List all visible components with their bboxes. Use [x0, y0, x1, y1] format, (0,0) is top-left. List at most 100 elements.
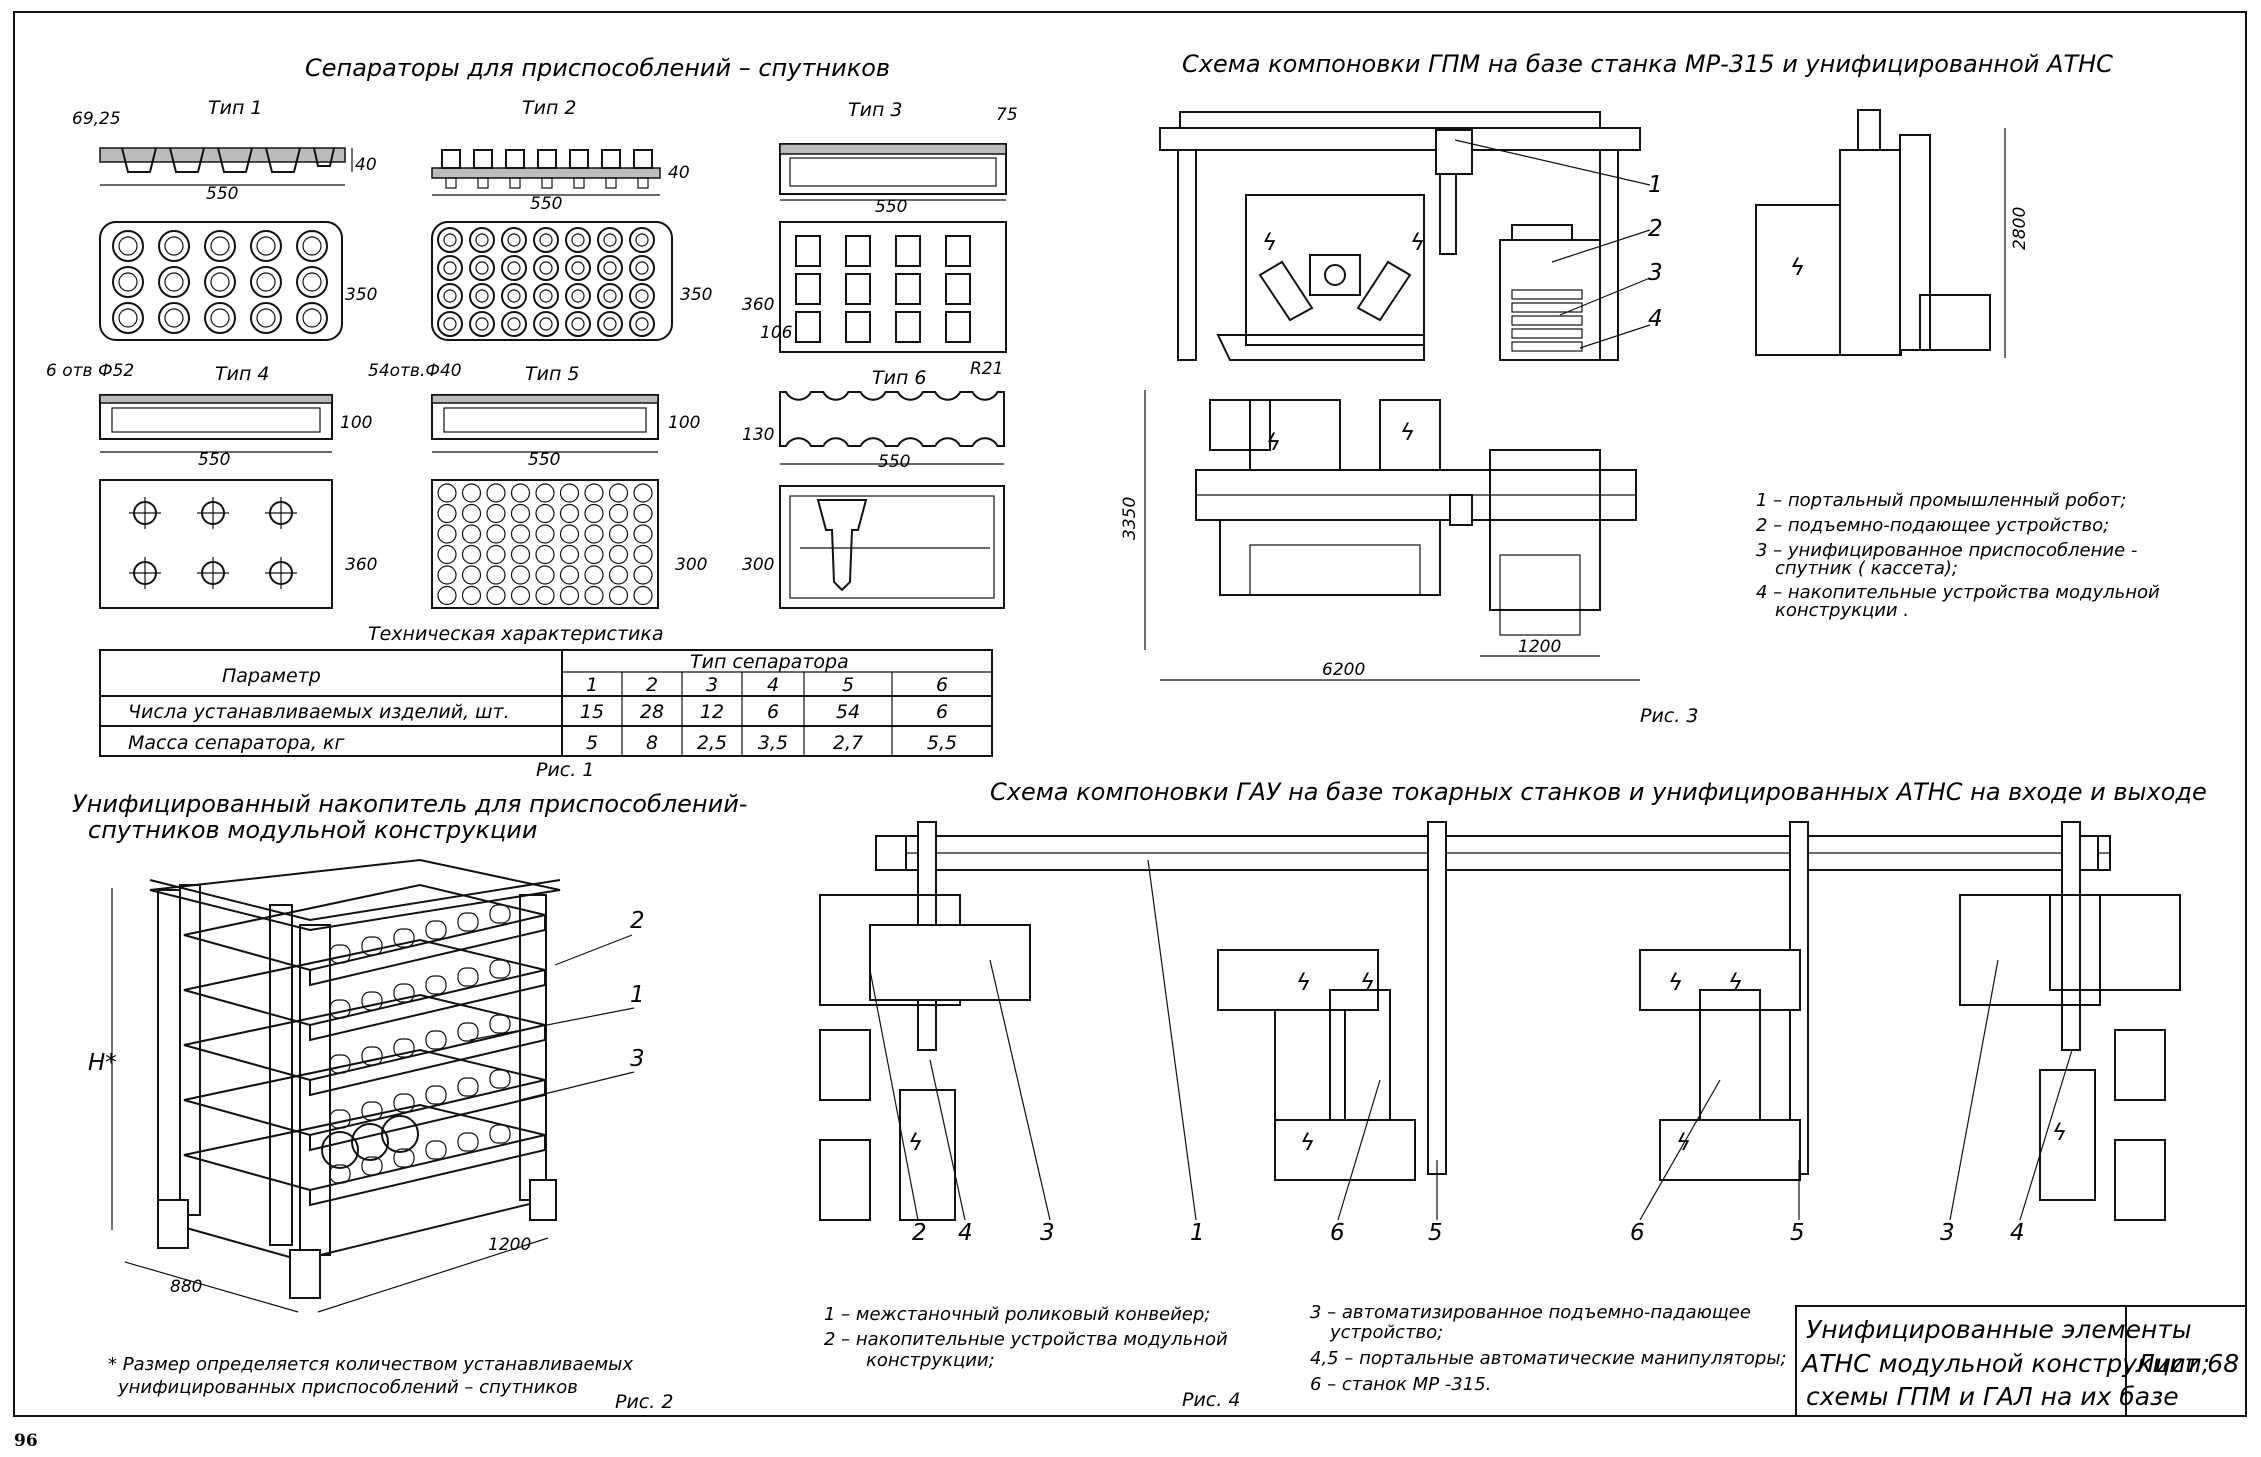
type3-plan-view: [779, 221, 1007, 353]
table-cell: 15: [580, 701, 604, 723]
table-cell: 5: [586, 732, 598, 754]
fig4-gau-layout: Схема компоновки ГАУ на базе токарных ст…: [819, 778, 2207, 1221]
fig4-callout-6a: 6: [1330, 1220, 1345, 1246]
t1-top-dim: 69,25: [72, 109, 121, 129]
t1-height-dim: 40: [355, 155, 377, 175]
t6-width-dim: 550: [878, 452, 910, 472]
t6-height-dim: 130: [742, 425, 774, 445]
t6-depth-dim: 300: [742, 555, 774, 575]
tech-table: [99, 649, 993, 757]
fig3-legend-4: спутник ( кассета);: [1775, 558, 1958, 579]
type3-label: Тип 3: [848, 99, 903, 121]
table-param-header: Параметр: [222, 665, 321, 687]
fig1-title: Сепараторы для приспособлений – спутнико…: [305, 54, 890, 82]
svg-text:ϟ: ϟ: [908, 1130, 923, 1156]
t4-depth-dim: 360: [345, 555, 377, 575]
fig1-separators: Сепараторы для приспособлений – спутнико…: [46, 54, 1018, 781]
fig3-legend-1: 1 – портальный промышленный робот;: [1756, 490, 2126, 511]
svg-text:ϟ: ϟ: [1300, 1130, 1315, 1156]
fig4-callout-4b: 4: [2010, 1220, 2025, 1246]
fig1-caption: Рис. 1: [536, 759, 594, 781]
table-cell: 6: [936, 701, 948, 723]
fig3-dim-width: 6200: [1322, 660, 1365, 680]
t3-width-dim: 550: [875, 197, 907, 217]
table-cell: 5,5: [927, 732, 957, 754]
fig2-callout-3: 3: [630, 1046, 645, 1072]
fig4-callout-5a: 5: [1428, 1220, 1443, 1246]
svg-text:ϟ: ϟ: [1728, 970, 1743, 996]
fig4-callout-1: 1: [1190, 1220, 1205, 1246]
t4-height-dim: 100: [340, 413, 372, 433]
type4-plan-view: [99, 479, 333, 609]
fig3-callout-3: 3: [1648, 260, 1663, 286]
t2-depth-dim: 350: [680, 285, 712, 305]
type1-label: Тип 1: [208, 97, 263, 119]
table-cell: 2,5: [697, 732, 727, 754]
fig3-legend-3: 3 – унифицированное приспособление -: [1756, 540, 2137, 561]
table-row2-param: Масса сепаратора, кг: [128, 732, 345, 754]
table-cell: 8: [646, 732, 658, 754]
fig4-legend-right-4: 6 – станок МР -315.: [1310, 1374, 1491, 1395]
fig2-dim-width: 1200: [488, 1235, 531, 1255]
title-line-2: АТНС модульной конструкции;: [1800, 1349, 2210, 1378]
t3-inner-dim: 106: [760, 323, 793, 343]
fig3-callout-1: 1: [1648, 172, 1663, 198]
svg-text:ϟ: ϟ: [1410, 230, 1425, 256]
fig3-callout-2: 2: [1648, 216, 1663, 242]
type3-side-view: [779, 143, 1007, 201]
fig2-callout-2: 2: [630, 908, 645, 934]
fig3-gpm-layout: Схема компоновки ГПМ на базе станка МР-3…: [1144, 50, 2113, 681]
table-type-2: 2: [646, 674, 658, 696]
table-caption: Техническая характеристика: [368, 623, 663, 645]
fig2-storage-unit: Унифицированный накопитель для приспособ…: [72, 790, 747, 1313]
t5-depth-dim: 300: [675, 555, 707, 575]
t1-width-dim: 550: [206, 184, 238, 204]
fig4-legend-left-3: конструкции;: [866, 1350, 995, 1371]
title-block: [1795, 1305, 2247, 1417]
table-row1-param: Числа устанавливаемых изделий, шт.: [128, 701, 510, 723]
fig2-dim-depth: 880: [170, 1277, 202, 1297]
fig3-callout-4: 4: [1648, 306, 1663, 332]
fig2-footnote-2: унифицированных приспособлений – спутник…: [117, 1377, 578, 1398]
svg-text:ϟ: ϟ: [1262, 230, 1277, 256]
fig4-title: Схема компоновки ГАУ на базе токарных ст…: [990, 778, 2207, 806]
t4-width-dim: 550: [198, 450, 230, 470]
type2-side-view: [431, 149, 661, 196]
fig4-legend-left-2: 2 – накопительные устройства модульной: [824, 1329, 1228, 1350]
svg-text:ϟ: ϟ: [1668, 970, 1683, 996]
table-cell: 6: [767, 701, 779, 723]
fig2-title-line2: спутников модульной конструкции: [88, 816, 538, 844]
sheet-number: Лист 68: [2135, 1349, 2239, 1378]
fig4-legend-right-3: 4,5 – портальные автоматические манипуля…: [1310, 1348, 1787, 1369]
fig4-callout-4a: 4: [958, 1220, 973, 1246]
t4-holes-dim: 6 отв Ф52: [46, 361, 134, 381]
type2-plan-view: [431, 221, 673, 341]
sheet-frame: [13, 11, 2247, 1417]
t1-depth-dim: 350: [345, 285, 377, 305]
fig3-caption: Рис. 3: [1640, 705, 1698, 727]
type5-label: Тип 5: [525, 363, 580, 385]
type4-label: Тип 4: [215, 363, 270, 385]
svg-text:ϟ: ϟ: [1790, 255, 1805, 281]
svg-text:ϟ: ϟ: [2052, 1120, 2067, 1146]
fig4-callout-2a: 2: [912, 1220, 927, 1246]
t2-width-dim: 550: [530, 194, 562, 214]
type5-plan-view: [431, 479, 659, 609]
fig4-callout-3b: 3: [1940, 1220, 1955, 1246]
fig4-callout-5b: 5: [1790, 1220, 1805, 1246]
t3-top-dim: 75: [996, 105, 1018, 125]
fig3-legend-5: 4 – накопительные устройства модульной: [1756, 582, 2160, 603]
svg-text:ϟ: ϟ: [1360, 970, 1375, 996]
table-cell: 2,7: [833, 732, 863, 754]
table-type-4: 4: [767, 674, 779, 696]
t5-height-dim: 100: [668, 413, 700, 433]
svg-text:ϟ: ϟ: [1400, 420, 1415, 446]
fig4-legend-left-1: 1 – межстаночный роликовый конвейер;: [824, 1304, 1210, 1325]
fig4-legend-right-1: 3 – автоматизированное подъемно-падающее: [1310, 1302, 1751, 1323]
fig2-callout-1: 1: [630, 982, 645, 1008]
svg-text:ϟ: ϟ: [1296, 970, 1311, 996]
table-type-3: 3: [706, 674, 718, 696]
type1-side-view: [99, 147, 353, 186]
fig4-callout-3a: 3: [1040, 1220, 1055, 1246]
t5-holes-dim: 54отв.Ф40: [368, 361, 462, 381]
